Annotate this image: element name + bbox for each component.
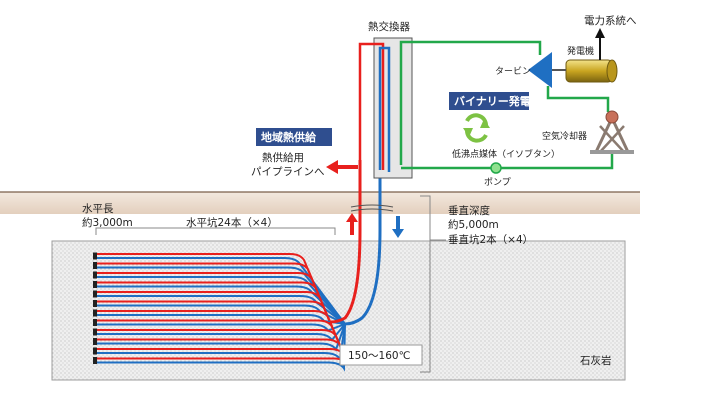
- exchanger-hot-loop: [358, 42, 385, 170]
- hot-flow-up-arrow: [346, 213, 358, 235]
- generator-end-cap: [606, 59, 618, 83]
- generator-label: 発電機: [567, 45, 594, 57]
- horizontal-well-end-cap: [93, 252, 97, 260]
- horizontal-well-end-cap: [93, 290, 97, 298]
- binary-badge: [449, 92, 529, 110]
- horizontal-well-end-cap: [93, 262, 97, 269]
- horizontal-well-end-cap: [93, 357, 97, 364]
- horizontal-well-end-cap: [93, 300, 97, 307]
- horizontal-well-end-cap: [93, 309, 97, 317]
- heat-pipe-label-1: 熱供給用: [262, 151, 304, 164]
- exchanger-cold-loop: [378, 46, 391, 172]
- horizontal-length-bracket: [95, 227, 336, 235]
- horizontal-well-end-cap: [93, 319, 97, 326]
- recycle-icon: [463, 113, 490, 143]
- heat-exchanger-label: 熱交換器: [368, 20, 410, 33]
- vertical-well-hot: [329, 160, 362, 324]
- vertical-depth-bracket: [420, 195, 431, 373]
- horizontal-well-hot: [96, 300, 331, 323]
- vertical-wells-label: 垂直坑2本（×4）: [448, 233, 533, 246]
- horizontal-well-end-cap: [93, 347, 97, 355]
- pump-icon: [490, 162, 502, 174]
- horizontal-well-cold: [96, 323, 346, 372]
- horizontal-well-hot: [96, 291, 331, 323]
- air-cooler-icon: [590, 110, 634, 154]
- grid-label: 電力系統へ: [584, 14, 637, 27]
- horizontal-well-hot: [96, 310, 331, 323]
- horizontal-well-end-cap: [93, 338, 97, 345]
- depth-break-marks: [350, 204, 394, 212]
- vertical-depth-label-2: 約5,000m: [448, 218, 499, 231]
- medium-label: 低沸点媒体（イソブタン）: [452, 148, 560, 160]
- heat-pipe-label-2: パイプラインへ: [251, 166, 325, 178]
- district-heat-badge-text: 地域熱供給: [261, 130, 317, 144]
- vertical-well-cold: [344, 160, 382, 326]
- horizontal-well-end-cap: [93, 328, 97, 336]
- turbine-icon: [528, 52, 552, 88]
- horizontal-well-end-cap: [93, 281, 97, 288]
- temperature-label: 150～160℃: [348, 350, 410, 362]
- vertical-depth-label-1: 垂直深度: [448, 204, 490, 217]
- cold-flow-down-arrow: [392, 216, 404, 238]
- district-heat-badge: [256, 128, 332, 146]
- horizontal-well-hot: [96, 272, 331, 323]
- binary-loop: [399, 40, 614, 170]
- generator-icon: [565, 59, 613, 83]
- horizontal-well-hot: [96, 281, 331, 323]
- horizontal-well-hot: [96, 253, 331, 323]
- temperature-box: [339, 344, 423, 366]
- binary-badge-text: バイナリー発電: [454, 94, 531, 108]
- air-cooler-label: 空気冷却器: [542, 130, 587, 142]
- pump-label: ポンプ: [484, 177, 511, 188]
- turbine-label: タービン: [495, 66, 531, 77]
- limestone-label: 石灰岩: [580, 354, 612, 367]
- horizontal-length-label-2: 約3,000m: [82, 216, 133, 229]
- horizontal-well-hot: [96, 262, 331, 323]
- horizontal-wells-label: 水平坑24本（×4）: [186, 216, 278, 229]
- soil-layer: [0, 192, 640, 214]
- power-output-arrowhead: [595, 28, 605, 38]
- horizontal-length-label-1: 水平長: [82, 203, 114, 215]
- district-heat-arrow: [326, 160, 358, 174]
- horizontal-well-end-cap: [93, 271, 97, 279]
